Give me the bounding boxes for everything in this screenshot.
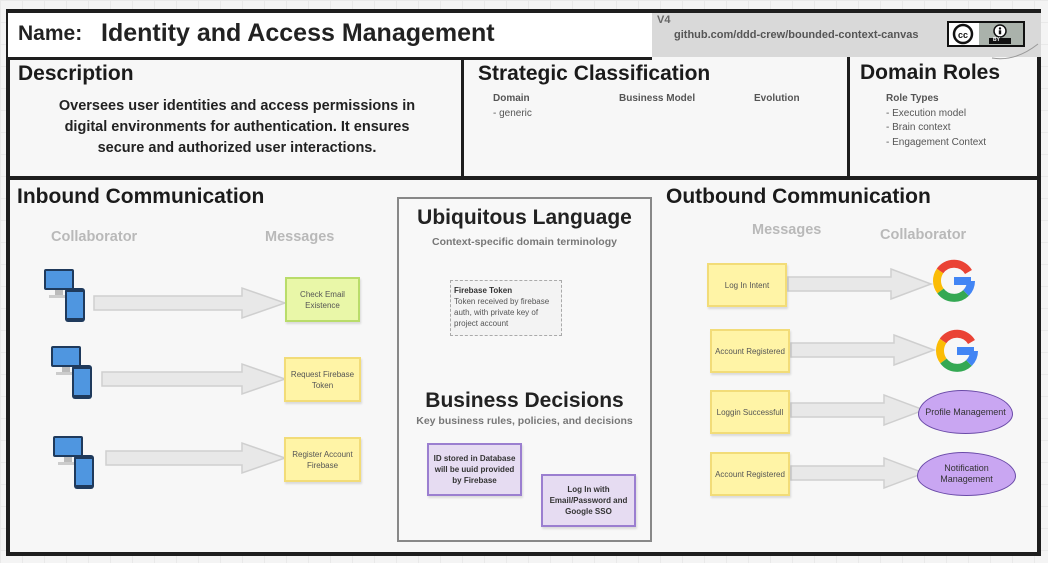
- divider-vertical-1: [461, 57, 464, 178]
- outbound-message-sticky[interactable]: Log In Intent: [707, 263, 787, 307]
- desktop-phone-icon: [51, 346, 92, 399]
- name-box: [8, 13, 652, 60]
- version-label: V4: [657, 14, 671, 26]
- role-item: - Engagement Context: [886, 137, 987, 148]
- outbound-messages-header: Messages: [752, 222, 822, 238]
- google-icon: [936, 329, 978, 372]
- inbound-arrow: [93, 286, 288, 320]
- ubiquitous-title: Ubiquitous Language: [417, 206, 632, 229]
- outbound-title: Outbound Communication: [666, 185, 931, 208]
- description-title: Description: [18, 62, 134, 85]
- collaborator-cloud[interactable]: Profile Management: [918, 390, 1013, 434]
- google-icon: [933, 259, 975, 302]
- outbound-message-sticky[interactable]: Loggin Successfull: [710, 390, 790, 434]
- term-title: Firebase Token: [454, 286, 513, 295]
- decision-sticky[interactable]: Log In with Email/Password and Google SS…: [541, 474, 636, 527]
- role-item: - Execution model: [886, 108, 967, 119]
- outbound-collaborator-header: Collaborator: [880, 227, 967, 243]
- term-text: Token received by firebase auth, with pr…: [454, 297, 550, 328]
- collaborator-cloud[interactable]: Notification Management: [917, 452, 1016, 496]
- inbound-message-sticky[interactable]: Request Firebase Token: [284, 357, 361, 402]
- outbound-arrow: [790, 333, 937, 367]
- outbound-arrow: [790, 393, 927, 427]
- role-types-label: Role Types: [886, 93, 939, 104]
- business-decisions-subtitle: Key business rules, policies, and decisi…: [416, 415, 633, 427]
- inbound-messages-header: Messages: [265, 229, 335, 245]
- inbound-collaborator-header: Collaborator: [51, 229, 138, 245]
- domain-roles-title: Domain Roles: [860, 61, 1001, 84]
- desktop-phone-icon: [53, 436, 94, 489]
- business-decisions-title: Business Decisions: [425, 389, 624, 412]
- inbound-arrow: [105, 441, 288, 475]
- decision-sticky[interactable]: ID stored in Database will be uuid provi…: [427, 443, 522, 496]
- inbound-arrow: [101, 362, 288, 396]
- strategic-title: Strategic Classification: [478, 62, 711, 85]
- context-name: Identity and Access Management: [101, 19, 495, 47]
- outbound-arrow: [790, 456, 927, 490]
- description-text: Oversees user identities and access perm…: [58, 98, 416, 156]
- domain-value: - generic: [493, 108, 532, 119]
- role-item: - Brain context: [886, 122, 951, 133]
- ubiquitous-subtitle: Context-specific domain terminology: [432, 236, 617, 248]
- divider-horizontal: [8, 176, 1041, 180]
- domain-label: Domain: [493, 93, 530, 104]
- cc-by-icon: cc: [949, 23, 1023, 45]
- github-link[interactable]: github.com/ddd-crew/bounded-context-canv…: [674, 29, 919, 41]
- license-text: BY: [993, 37, 1000, 43]
- evolution-label: Evolution: [754, 93, 800, 104]
- inbound-message-sticky[interactable]: Check Email Existence: [285, 277, 360, 322]
- cc-by-badge: cc BY: [947, 21, 1025, 47]
- business-model-label: Business Model: [619, 93, 696, 104]
- inbound-message-sticky[interactable]: Register Account Firebase: [284, 437, 361, 482]
- divider-vertical-2: [847, 57, 850, 178]
- outbound-message-sticky[interactable]: Account Registered: [710, 452, 790, 496]
- page-curl: [991, 43, 1039, 60]
- name-label: Name:: [18, 22, 83, 45]
- inbound-title: Inbound Communication: [17, 185, 265, 208]
- svg-text:cc: cc: [958, 30, 968, 40]
- outbound-arrow: [787, 267, 934, 301]
- desktop-phone-icon: [44, 269, 85, 322]
- term-note[interactable]: Firebase Token Token received by firebas…: [450, 280, 562, 336]
- outbound-message-sticky[interactable]: Account Registered: [710, 329, 790, 373]
